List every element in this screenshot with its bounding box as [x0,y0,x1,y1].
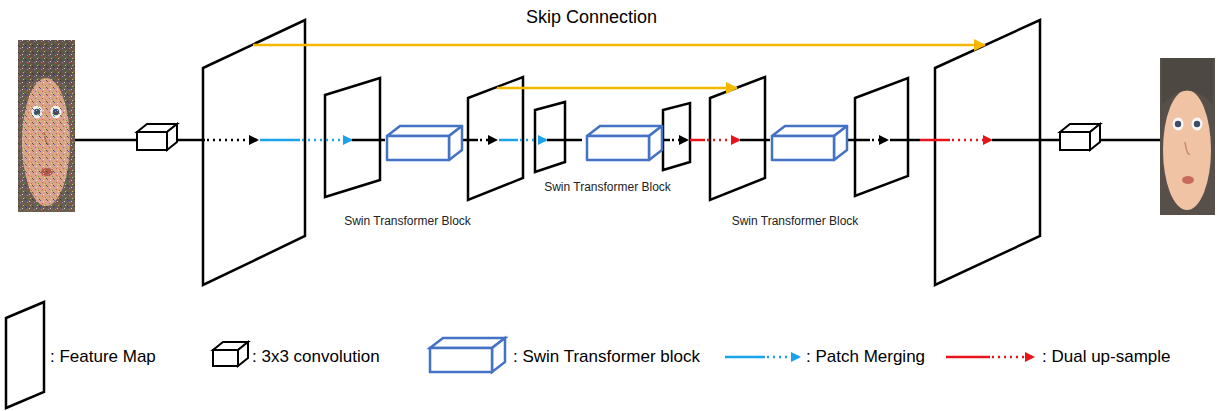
swin-block-node: Swin Transformer Block [715,122,875,228]
noisy-input-image [18,40,75,212]
block-label: Swin Transformer Block [732,214,859,228]
legend-text: : 3x3 convolution [252,346,380,367]
legend-text: : Dual up-sample [1042,346,1171,367]
feature-map [203,20,1040,285]
block-face [587,136,649,160]
swin-block-node: Swin Transformer Block [530,122,685,194]
restored-output-image [1160,58,1215,215]
connection-label: Skip Connection [526,6,657,28]
block-face [834,126,847,160]
legend-symbol [6,302,1034,408]
legend-text: : Patch Merging [806,346,925,367]
swin-transformer-block [585,124,665,164]
swin-block-node: Swin Transformer Block [330,122,485,228]
swin-transformer-block [770,124,850,164]
swin-transformer-block [385,124,465,164]
legend-text: : Swin Transformer block [513,346,700,367]
block-label: Swin Transformer Block [344,214,471,228]
skip-connection-arrow [253,45,985,88]
block-face [387,136,449,160]
block-face [649,126,662,160]
block-face [449,126,462,160]
block-face [772,136,834,160]
legend-text: : Feature Map [50,346,156,367]
block-label: Swin Transformer Block [544,180,671,194]
